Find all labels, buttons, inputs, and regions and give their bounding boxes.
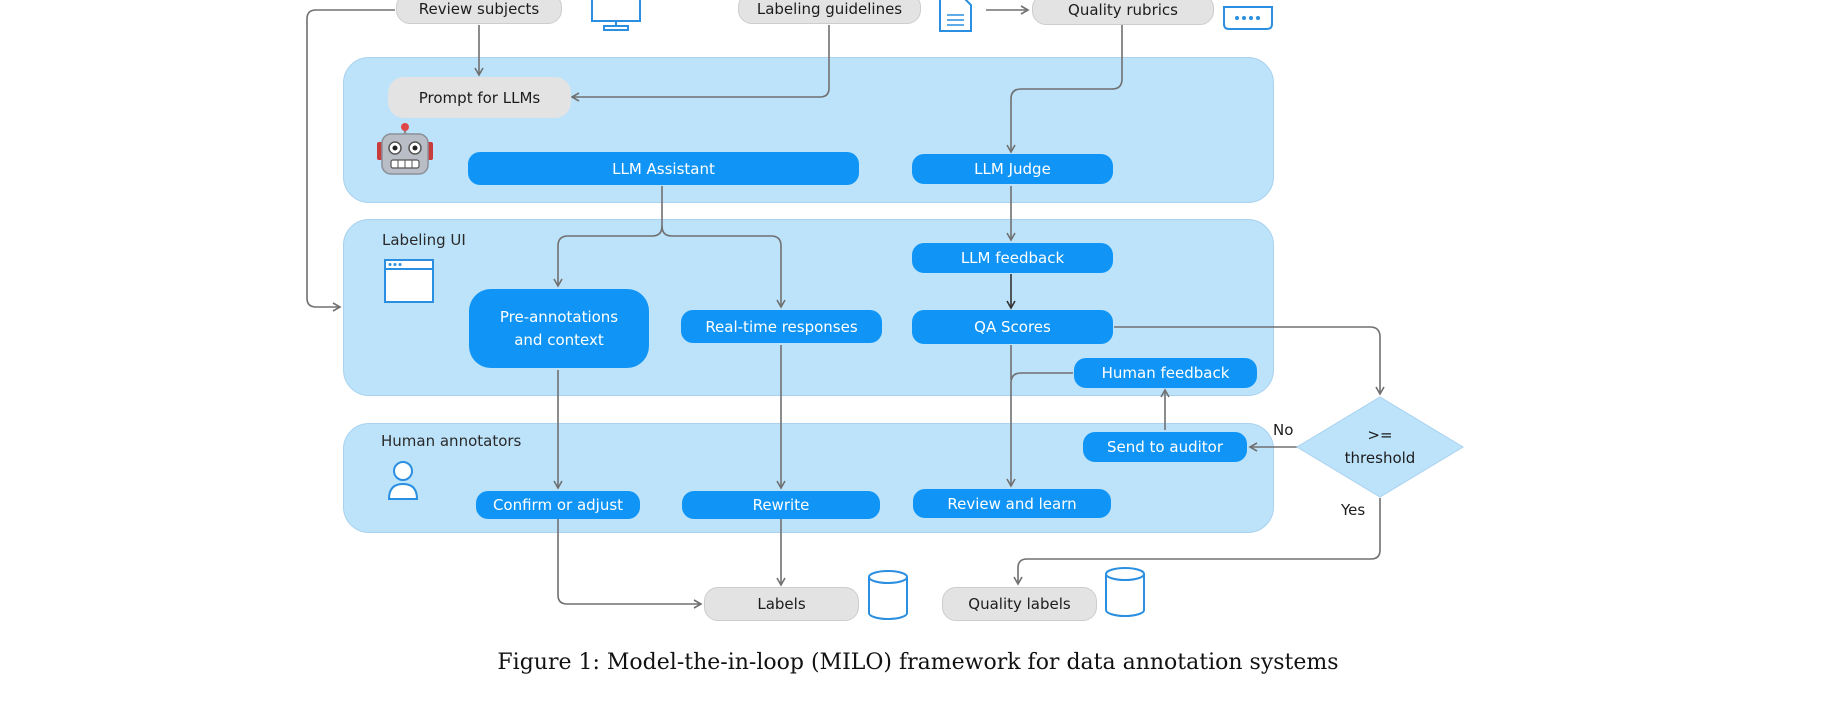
threshold-line-2: threshold	[1344, 449, 1416, 467]
qa-scores-node: QA Scores	[912, 310, 1113, 344]
llm-judge-node: LLM Judge	[912, 154, 1113, 184]
robot-icon	[377, 123, 433, 175]
labeling-guidelines-box: Labeling guidelines	[738, 0, 921, 24]
yes-edge-label: Yes	[1341, 501, 1366, 519]
review-subjects-box: Review subjects	[396, 0, 562, 24]
rewrite-node: Rewrite	[682, 491, 880, 519]
pre-annotations-line-2: and context	[514, 330, 604, 349]
no-edge-label: No	[1273, 421, 1294, 439]
labeling-ui-panel-label: Labeling UI	[382, 231, 466, 249]
quality-labels-box: Quality labels	[942, 587, 1097, 621]
figure-caption: Figure 1: Model-the-in-loop (MILO) frame…	[497, 650, 1339, 675]
human-annotators-panel-label: Human annotators	[381, 432, 522, 450]
threshold-line-1: >=	[1367, 426, 1393, 444]
pre-annotations-line-1: Pre-annotations	[499, 307, 619, 326]
pre-annotations-node: Pre-annotations and context	[469, 289, 649, 368]
prompt-for-llms-box: Prompt for LLMs	[388, 77, 571, 118]
database-icon-quality-labels	[1105, 567, 1145, 617]
llm-assistant-node: LLM Assistant	[468, 152, 859, 185]
confirm-or-adjust-node: Confirm or adjust	[476, 491, 640, 519]
threshold-decision-label: >= threshold	[1317, 424, 1443, 470]
database-icon-labels	[868, 570, 908, 620]
review-and-learn-node: Review and learn	[913, 489, 1111, 518]
person-icon	[387, 461, 419, 500]
human-feedback-node: Human feedback	[1074, 358, 1257, 388]
real-time-responses-node: Real-time responses	[681, 310, 882, 343]
monitor-icon	[591, 0, 641, 31]
server-icon	[1223, 6, 1273, 30]
send-to-auditor-node: Send to auditor	[1083, 432, 1247, 462]
labels-box: Labels	[704, 587, 859, 621]
quality-rubrics-box: Quality rubrics	[1032, 0, 1214, 25]
document-icon	[939, 0, 972, 32]
llm-feedback-node: LLM feedback	[912, 243, 1113, 273]
browser-window-icon	[384, 259, 434, 303]
